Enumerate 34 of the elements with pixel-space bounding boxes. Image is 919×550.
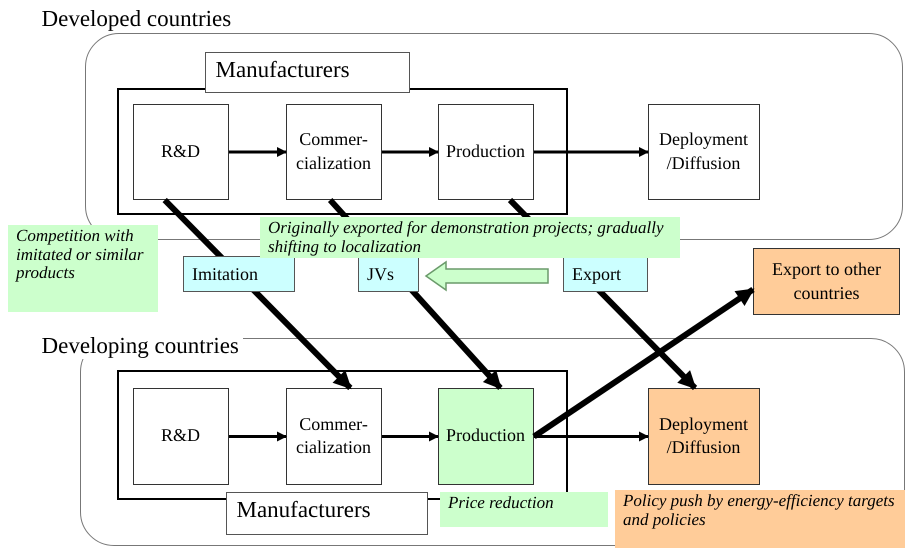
- process-box: [132, 388, 228, 484]
- arrow: [229, 147, 287, 157]
- box-label: Production: [446, 424, 525, 448]
- box-label: Production: [446, 140, 525, 163]
- arrow: [534, 432, 649, 442]
- box-label: Commer- cialization: [295, 128, 372, 174]
- note-text: Policy push by energy-efficiency targets and policies: [615, 490, 905, 548]
- arrow: [382, 432, 439, 442]
- process-box: [286, 388, 382, 484]
- process-box: [286, 104, 382, 200]
- process-box: [648, 388, 760, 484]
- box-label: R&D: [160, 424, 200, 448]
- process-box: [648, 104, 760, 200]
- edge-label: JVs: [358, 256, 419, 292]
- process-box: [438, 104, 534, 200]
- arrow: [229, 432, 287, 442]
- process-box: [438, 388, 534, 484]
- box-label: Export to other countries: [772, 258, 881, 304]
- arrow: [382, 147, 439, 157]
- edge-label: Imitation: [183, 256, 295, 292]
- box-label: R&D: [160, 140, 200, 163]
- process-box: [753, 248, 900, 315]
- edge-label: Export: [563, 256, 648, 292]
- note-text: Originally exported for demonstration projects; gradually shifting to localization: [260, 217, 680, 258]
- group-heading: Manufacturers: [226, 492, 428, 534]
- arrow: [532, 287, 755, 439]
- arrow: [534, 147, 649, 157]
- box-label: Deployment /Diffusion: [658, 128, 749, 174]
- note-text: Price reduction: [440, 492, 608, 527]
- process-box: [132, 104, 228, 200]
- box-label: Commer- cialization: [295, 412, 372, 459]
- group-heading: Manufacturers: [204, 52, 410, 92]
- note-text: Competition with imitated or similar products: [8, 225, 158, 312]
- box-label: Deployment /Diffusion: [658, 412, 749, 459]
